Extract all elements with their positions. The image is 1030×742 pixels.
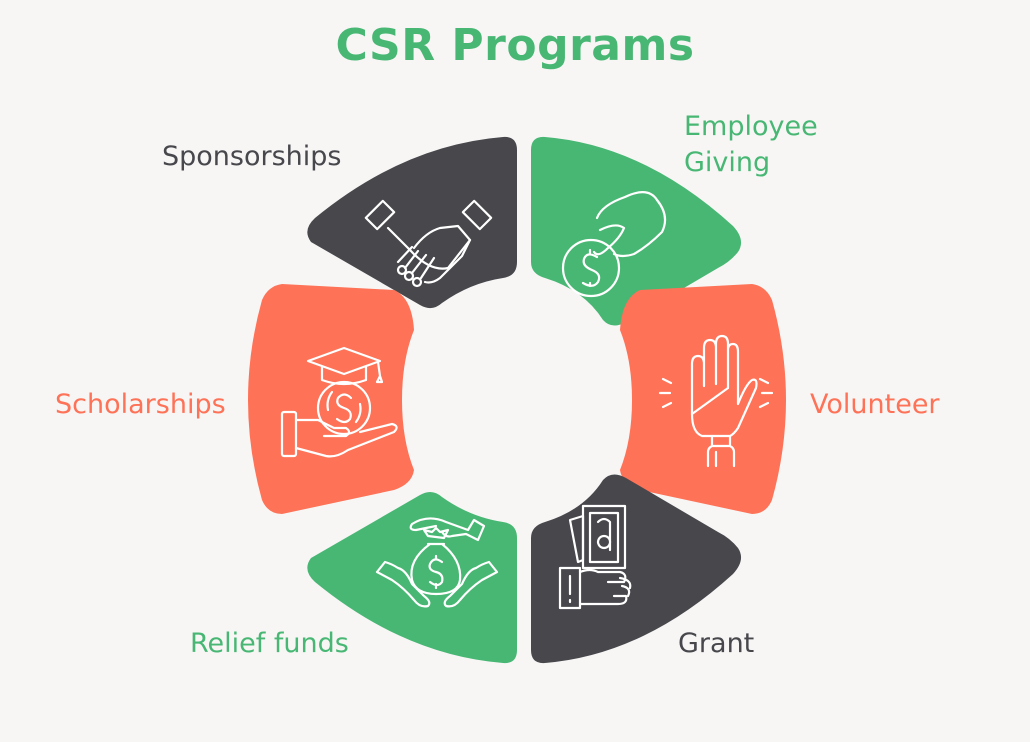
graduation-coin-hand-icon xyxy=(280,346,398,458)
raised-hand-icon xyxy=(658,334,774,468)
label-employee-giving-line1: Employee xyxy=(684,111,818,142)
label-relief-funds: Relief funds xyxy=(190,628,349,659)
segment-relief-funds xyxy=(307,491,517,664)
label-scholarships: Scholarships xyxy=(55,389,226,420)
label-sponsorships: Sponsorships xyxy=(162,141,342,172)
hand-giving-coin-icon xyxy=(561,191,667,298)
label-volunteer: Volunteer xyxy=(810,389,940,420)
label-grant: Grant xyxy=(678,628,755,659)
diagram-title: CSR Programs xyxy=(335,20,695,71)
segment-sponsorships xyxy=(307,136,517,309)
label-employee-giving-line2: Giving xyxy=(684,147,771,178)
segment-volunteer xyxy=(620,284,786,514)
handshake-icon xyxy=(364,199,493,288)
segment-employee-giving xyxy=(531,136,742,326)
segment-grant xyxy=(531,474,742,664)
hand-holding-money-icon xyxy=(558,504,632,610)
money-bag-hands-icon xyxy=(375,517,499,608)
segment-scholarships xyxy=(248,284,414,514)
